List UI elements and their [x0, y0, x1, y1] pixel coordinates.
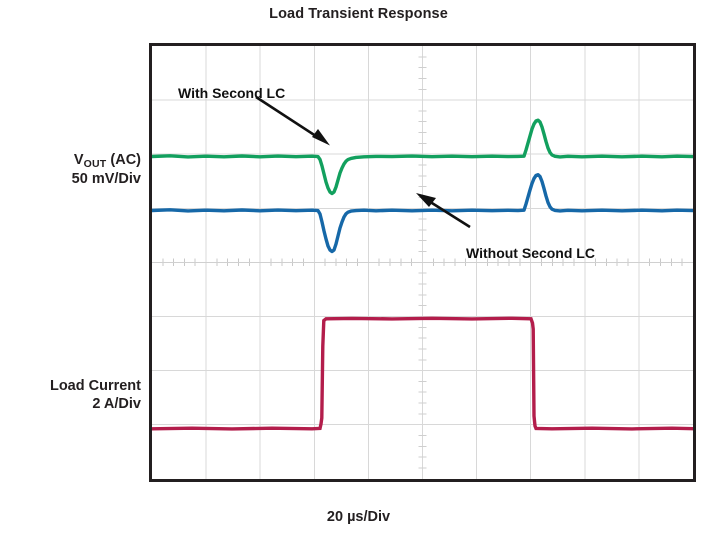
annotation-arrows-layer	[255, 95, 471, 229]
waveform-layer	[152, 118, 693, 431]
iload-line2: 2 A/Div	[92, 395, 141, 412]
trace-blue-without-second-lc	[152, 172, 693, 254]
x-axis-label: 20 µs/Div	[326, 509, 391, 525]
grid-layer	[152, 46, 693, 479]
minor-ticks-vertical-center	[418, 56, 427, 469]
vout-line2: 50 mV/Div	[71, 170, 141, 187]
minor-ticks-horizontal-center	[152, 258, 693, 267]
arrow-with-second-lc	[255, 95, 330, 146]
trace-green-with-second-lc	[152, 118, 693, 196]
y-axis-label-vout: VOUT (AC) 50 mV/Div	[0, 152, 141, 188]
oscilloscope-plot	[149, 43, 696, 482]
y-axis-label-load-current: Load Current 2 A/Div	[0, 378, 141, 413]
annotation-with-second-lc: With Second LC	[178, 85, 286, 101]
vout-line1: VOUT (AC)	[73, 152, 141, 170]
plot-inner	[152, 46, 693, 479]
annotation-without-second-lc: Without Second LC	[466, 245, 595, 261]
trace-red-load-current	[152, 316, 693, 431]
page-title: Load Transient Response	[269, 6, 448, 22]
arrow-without-second-lc	[416, 193, 471, 229]
iload-line1: Load Current	[49, 378, 141, 394]
